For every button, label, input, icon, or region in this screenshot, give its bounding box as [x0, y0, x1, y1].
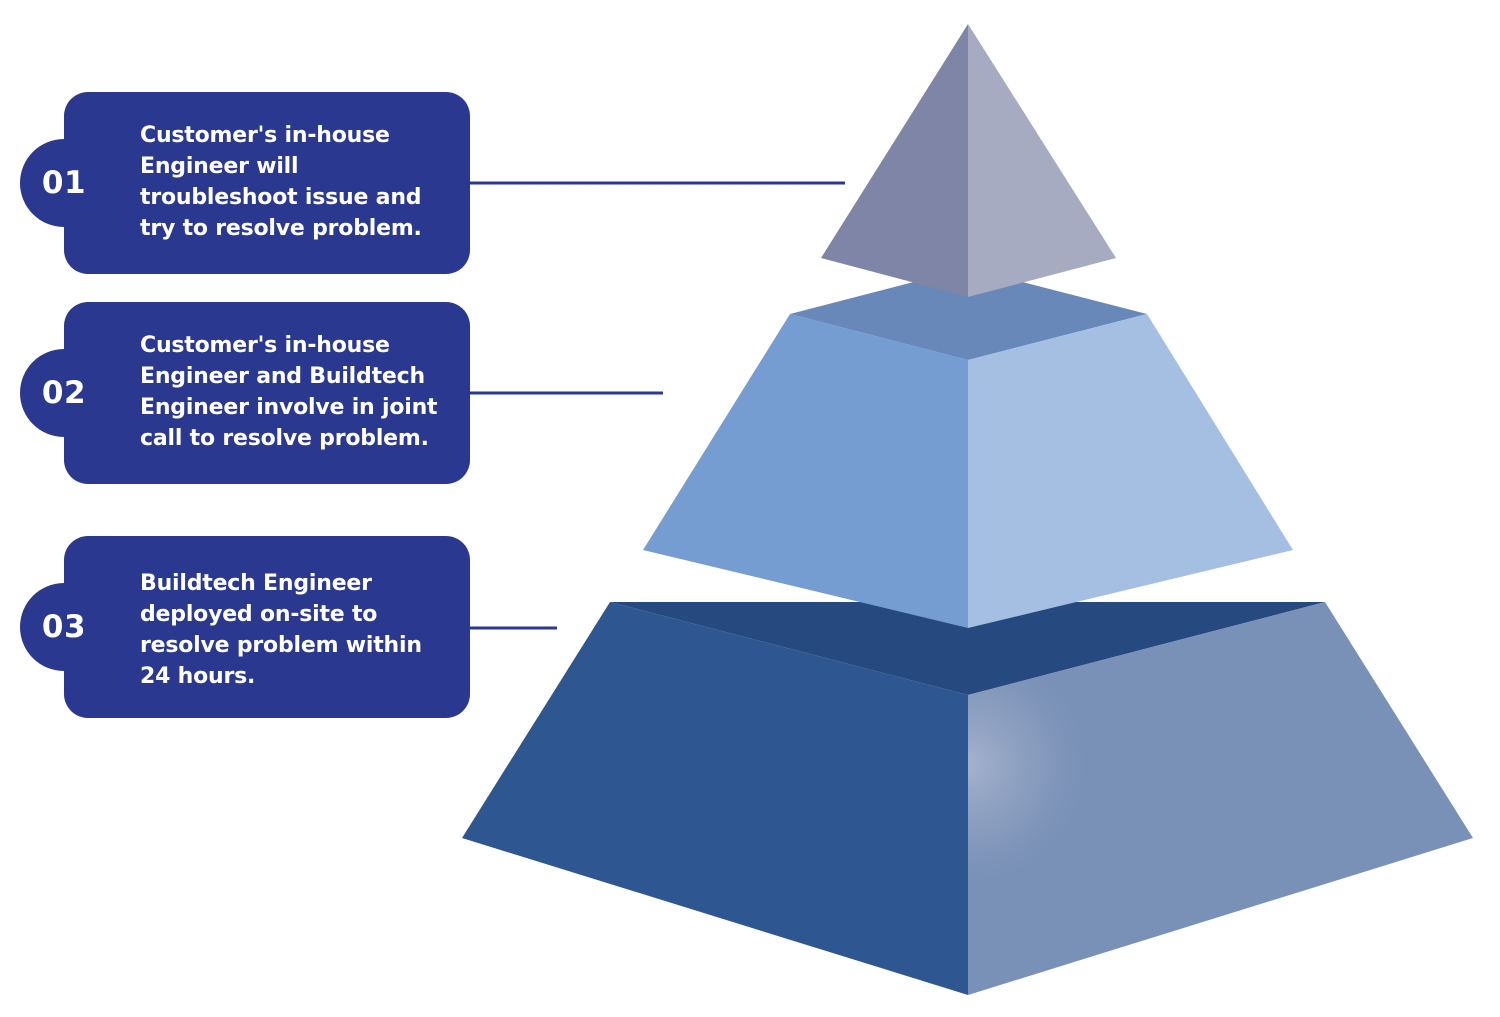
tier-top-right-face: [968, 24, 1116, 297]
step-number-badge-1: 01: [20, 139, 108, 227]
pyramid-tier-bottom: [462, 602, 1473, 995]
tier-middle-right-face: [968, 314, 1293, 628]
step-description-1: Customer's in-house Engineer will troubl…: [140, 123, 422, 241]
tier-bottom-top-face: [610, 602, 1325, 695]
step-number-badge-2: 02: [20, 349, 108, 437]
tier-top-left-face: [821, 24, 968, 297]
step-card-1: 01 Customer's in-house Engineer will tro…: [20, 92, 470, 274]
tier-middle-top-face: [790, 268, 1147, 360]
step-description-2: Customer's in-house Engineer and Buildte…: [140, 333, 438, 451]
pyramid-tier-middle: [643, 268, 1293, 628]
tier-middle-left-face: [643, 314, 968, 628]
tier-bottom-left-face: [462, 602, 968, 995]
tier-bottom-right-face: [968, 602, 1473, 995]
step-card-2: 02 Customer's in-house Engineer and Buil…: [20, 302, 470, 484]
tier-bottom-highlight: [968, 640, 1093, 890]
step-card-3: 03 Buildtech Engineer deployed on-site t…: [20, 536, 470, 718]
pyramid-tier-top: [821, 24, 1116, 297]
step-number-badge-3: 03: [20, 583, 108, 671]
step-description-3: Buildtech Engineer deployed on-site to r…: [140, 571, 422, 689]
